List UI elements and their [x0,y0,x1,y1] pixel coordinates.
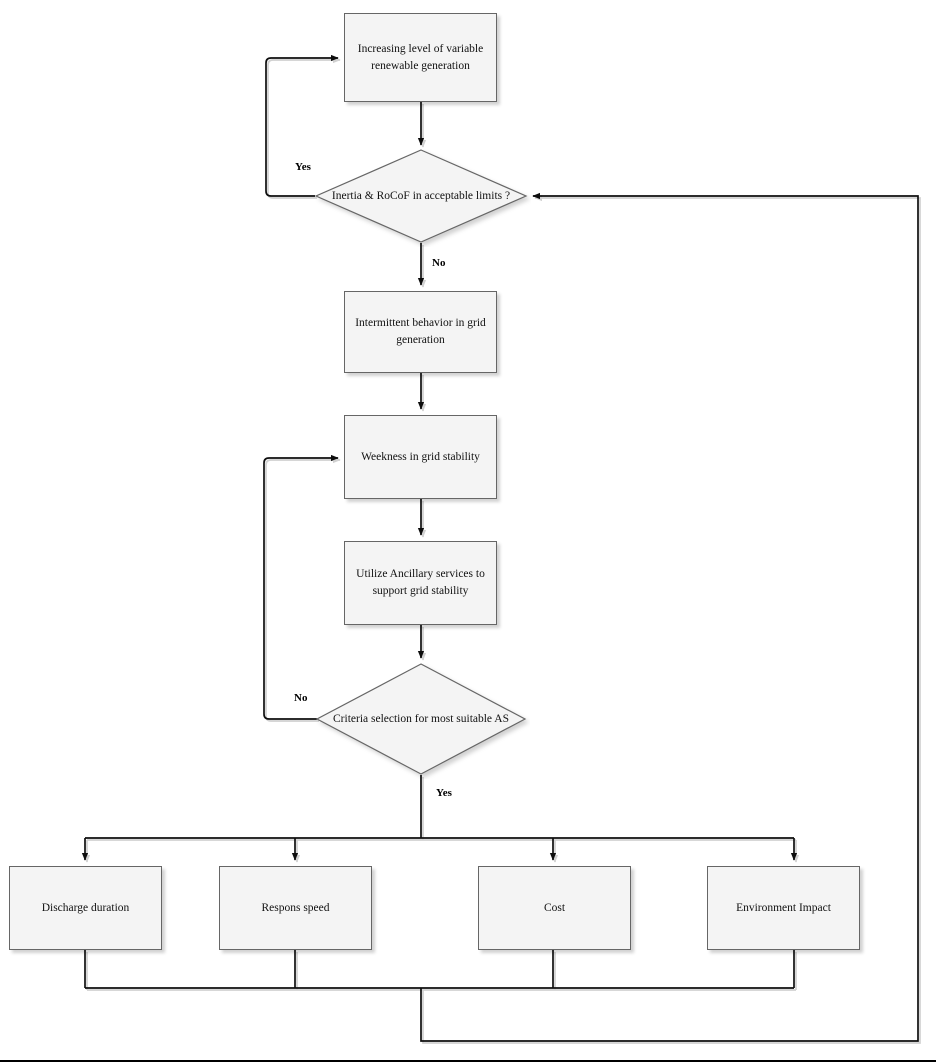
node-weekness-grid-stability[interactable]: Weekness in grid stability [344,415,497,499]
node-discharge-duration[interactable]: Discharge duration [9,866,162,950]
edge-label-no-inertia: No [432,257,446,269]
node-cost[interactable]: Cost [478,866,631,950]
node-label: Cost [543,901,566,914]
node-label: Utilize Ancillary services to support gr… [356,568,485,597]
node-inertia-rocof-decision[interactable]: Inertia & RoCoF in acceptable limits ? [315,149,528,243]
node-increasing-renewable-generation[interactable]: Increasing level of variable renewable g… [344,13,497,102]
diamond-shape [315,149,528,243]
node-label: Criteria selection for most suitable AS [333,713,509,725]
edge-label-no-criteria: No [294,692,308,704]
node-label: Intermittent behavior in grid generation [355,317,486,346]
node-label: Respons speed [261,901,330,914]
node-environment-impact[interactable]: Environment Impact [707,866,860,950]
bottom-divider [0,1060,936,1062]
node-label: Discharge duration [41,901,130,914]
node-label: Inertia & RoCoF in acceptable limits ? [331,190,511,202]
node-utilize-ancillary-services[interactable]: Utilize Ancillary services to support gr… [344,541,497,625]
edge-label-yes-criteria: Yes [436,787,452,799]
node-criteria-selection-decision[interactable]: Criteria selection for most suitable AS [316,663,527,775]
node-intermittent-behavior[interactable]: Intermittent behavior in grid generation [344,291,497,373]
node-label: Increasing level of variable renewable g… [357,42,484,72]
edge-label-yes-inertia: Yes [295,161,311,173]
diamond-shape [316,663,527,775]
node-label: Environment Impact [736,901,831,914]
node-respons-speed[interactable]: Respons speed [219,866,372,950]
node-label: Weekness in grid stability [361,450,480,463]
